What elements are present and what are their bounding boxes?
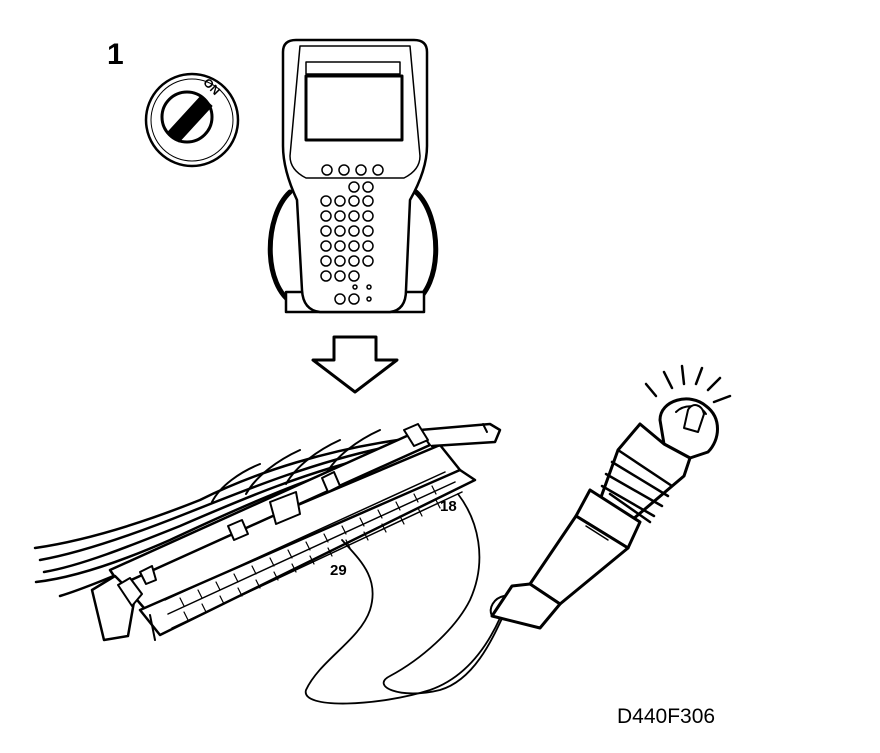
arrow-down-icon (311, 335, 399, 394)
handheld-scan-tool-icon (267, 38, 439, 314)
test-lamp-icon (489, 364, 732, 630)
pin-number-high: 18 (440, 498, 457, 515)
ecu-connector-icon (33, 422, 506, 705)
figure-code: D440F306 (617, 705, 716, 728)
pin-number-low: 29 (330, 562, 347, 579)
step-number: 1 (107, 38, 124, 71)
ignition-key-icon: ON (144, 72, 240, 168)
